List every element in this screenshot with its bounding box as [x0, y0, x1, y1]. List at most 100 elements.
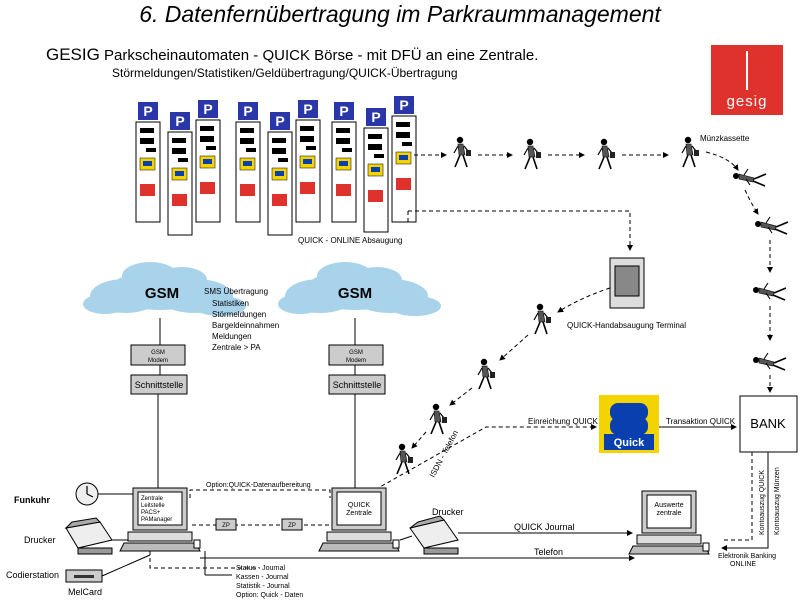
walker-icon: [477, 357, 496, 390]
printer-mid-icon: [409, 515, 459, 555]
walker-icon: [597, 138, 616, 170]
melcard-label: MelCard: [68, 587, 102, 597]
subtitle-line-1: GESIG Parkscheinautomaten - QUICK Börse …: [46, 45, 538, 65]
svg-text:PAManager: PAManager: [141, 517, 172, 523]
clock-icon: [75, 482, 99, 506]
collection-flow: Münzkassette: [414, 134, 789, 393]
parking-meter-icon: P: [363, 108, 389, 233]
gsm-label-right: GSM: [338, 285, 372, 302]
telefon-label: Telefon: [534, 547, 563, 557]
svg-text:GSM: GSM: [151, 350, 165, 356]
gsm-modem-left: GSM Modem Schnittstelle: [130, 318, 188, 490]
parking-sign-text: P: [203, 101, 212, 117]
gesig-logo: gesig: [711, 45, 783, 115]
parking-sign-text: P: [275, 113, 284, 129]
quick-terminal-device: [609, 257, 645, 309]
logo-text: gesig: [727, 93, 768, 110]
walker-icon: [395, 442, 414, 475]
svg-text:PACS+: PACS+: [141, 510, 161, 516]
kontoauszug-quick-label: Kontoauszug QUICK: [759, 470, 766, 535]
parking-meter-icon: P: [195, 100, 221, 223]
quick-zentrale-computer: QUICK Zentrale: [318, 487, 400, 552]
muenzkassette-label: Münzkassette: [700, 134, 750, 143]
svg-text:zentrale: zentrale: [657, 510, 682, 517]
parking-meter-icon: P: [167, 112, 193, 236]
quick-logo-text: Quick: [614, 437, 645, 449]
parking-meter-icon: P: [295, 100, 321, 223]
parking-sign-text: P: [303, 101, 312, 117]
quick-logo: Quick: [599, 395, 659, 453]
svg-text:Leitstelle: Leitstelle: [141, 503, 165, 509]
zp-box: ZP: [215, 518, 237, 531]
walker-icon: [429, 402, 448, 435]
elektronik-banking-label-2: ONLINE: [730, 561, 756, 568]
isdn-label: ISDN - Telefon: [428, 429, 460, 479]
drucker-mid-label: Drucker: [432, 507, 464, 517]
walker-icon: [533, 302, 552, 335]
printer-icon: [64, 517, 113, 555]
einreichung-label: Einreichung QUICK: [528, 417, 598, 426]
zentrale-computer: Zentrale Leitstelle PACS+ PAManager: [119, 487, 201, 552]
transaktion-label: Transaktion QUICK: [666, 417, 736, 426]
walker-icon: [732, 168, 767, 187]
parking-meter-icon: P: [267, 112, 293, 236]
svg-text:ZP: ZP: [222, 523, 230, 529]
brand-name: GESIG: [46, 45, 100, 64]
sms-title: SMS Übertragung: [204, 287, 268, 296]
svg-text:ZP: ZP: [288, 523, 296, 529]
svg-text:Auswerte: Auswerte: [654, 502, 683, 509]
gsm-label-left: GSM: [145, 285, 179, 302]
subtitle-text: Parkscheinautomaten - QUICK Börse - mit …: [104, 47, 539, 64]
sms-item: Zentrale > PA: [212, 343, 261, 352]
svg-text:QUICK: QUICK: [348, 502, 371, 509]
sms-item: Meldungen: [212, 332, 252, 341]
journal-item: Kassen - Journal: [236, 574, 289, 581]
parking-sign-text: P: [399, 97, 408, 113]
page-title: 6. Datenfernübertragung im Parkraummanag…: [139, 1, 661, 27]
bank-box: BANK: [739, 395, 798, 453]
left-station: Funkuhr Drucker Codierstation MelCard: [6, 482, 151, 597]
svg-text:Modem: Modem: [148, 358, 168, 364]
funkuhr-label: Funkuhr: [14, 495, 50, 505]
svg-text:Schnittstelle: Schnittstelle: [333, 380, 382, 390]
parking-sign-text: P: [143, 103, 152, 119]
parking-sign-text: P: [371, 109, 380, 125]
parking-meter-icon: P: [331, 102, 357, 223]
sms-item: Bargeldeinnahmen: [212, 321, 279, 330]
parking-meter-icon: P: [235, 102, 261, 223]
drucker-left-label: Drucker: [24, 535, 56, 545]
journal-list: Status - Journal Kassen - Journal Statis…: [236, 565, 303, 599]
terminal-label: QUICK-Handabsaugung Terminal: [567, 321, 686, 330]
codierstation-device-icon: [65, 569, 103, 583]
walker-icon: [453, 136, 472, 168]
journal-item: Statistik - Journal: [236, 583, 290, 590]
kontoauszug-muenzen-label: Kontoauszug Münzen: [774, 467, 781, 535]
auswerte-zentrale-computer: Auswerte zentrale: [628, 490, 710, 555]
walker-icon: [752, 282, 787, 301]
walker-icon: [523, 138, 542, 170]
svg-text:BANK: BANK: [750, 416, 786, 431]
elektronik-banking-label-1: Elektronik Banking: [718, 553, 776, 560]
sms-item: Störmeldungen: [212, 310, 266, 319]
svg-text:Modem: Modem: [346, 358, 366, 364]
option-quick-label: Option:QUICK-Datenaufbereitung: [206, 482, 311, 489]
zp-box: ZP: [281, 518, 303, 531]
walker-icon: [754, 216, 789, 235]
journal-item: Status - Journal: [236, 565, 285, 572]
quick-journal-label: QUICK Journal: [514, 522, 575, 532]
sms-items-list: Statistiken Störmeldungen Bargeldeinnahm…: [212, 299, 279, 352]
parking-sign-text: P: [339, 103, 348, 119]
sms-item: Statistiken: [212, 299, 249, 308]
svg-text:Schnittstelle: Schnittstelle: [135, 380, 184, 390]
parking-meter-icon: P: [391, 96, 417, 223]
svg-text:GSM: GSM: [349, 350, 363, 356]
gsm-modem-right: GSM Modem Schnittstelle: [328, 318, 386, 490]
journal-item: Option: Quick - Daten: [236, 592, 303, 599]
svg-text:Zentrale: Zentrale: [346, 510, 372, 517]
parking-sign-text: P: [243, 103, 252, 119]
svg-text:Zentrale: Zentrale: [141, 496, 164, 502]
codierstation-label: Codierstation: [6, 570, 59, 580]
quick-online-label: QUICK - ONLINE Absaugung: [298, 236, 403, 245]
